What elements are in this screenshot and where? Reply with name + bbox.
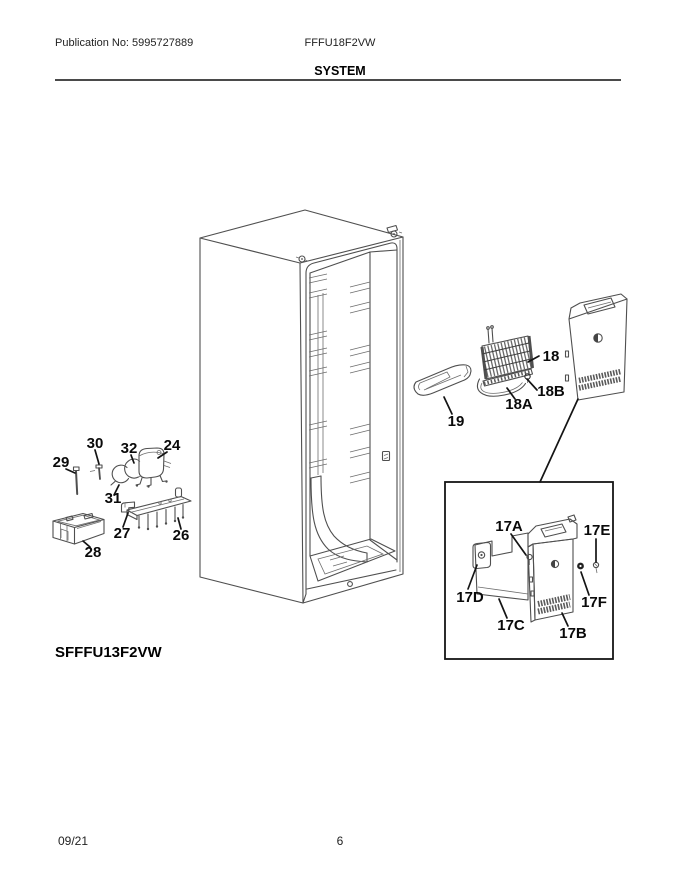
- callout-30: 30: [87, 435, 104, 452]
- section-title: SYSTEM: [314, 64, 366, 78]
- part-18-evaporator-drawing: [480, 325, 534, 387]
- callout-31: 31: [105, 490, 122, 507]
- part-18A-tube-drawing: [476, 378, 527, 397]
- model-number: FFFU18F2VW: [304, 37, 376, 49]
- callout-17A: 17A: [495, 518, 523, 535]
- callout-labels: 29 30 32 24 31 27 26 28 19 18A 18 18B 17…: [53, 348, 611, 642]
- part-29-screw-drawing: [72, 466, 80, 495]
- callout-18B: 18B: [537, 383, 565, 400]
- callout-18: 18: [543, 348, 560, 365]
- inset-box: [444, 481, 614, 660]
- part-27-bracket-drawing: [120, 501, 136, 513]
- callout-18A: 18A: [505, 396, 533, 413]
- callout-17E: 17E: [584, 522, 611, 539]
- part-17B-panel-drawing: [526, 514, 578, 623]
- part-19-drip-tray-drawing: [413, 364, 472, 396]
- callout-24: 24: [164, 437, 181, 454]
- evaporator-cover-drawing: [564, 293, 628, 401]
- part-26-rail-drawing: [126, 487, 192, 531]
- submodel-number: SFFFU13F2VW: [55, 644, 162, 661]
- shelf-marks-left: [308, 273, 328, 469]
- part-17D-clip-drawing: [472, 541, 492, 570]
- part-31-ring-drawing: [110, 464, 130, 486]
- part-17F-grommet-drawing: [577, 562, 584, 570]
- leader-panel-to-inset: [539, 398, 579, 483]
- footer-date: 09/21: [58, 834, 89, 848]
- header-rule: [55, 79, 621, 81]
- part-24-compressor-drawing: [135, 447, 172, 488]
- footer-page-number: 6: [336, 834, 344, 848]
- callout-32: 32: [121, 440, 138, 457]
- leader-lines: [65, 355, 597, 627]
- latch-detail: [381, 450, 391, 462]
- callout-19: 19: [448, 413, 465, 430]
- callout-17F: 17F: [581, 594, 607, 611]
- part-28-drain-pan-drawing: [52, 512, 105, 545]
- hinge-detail-icon: [295, 224, 403, 263]
- part-30-pin-drawing: [89, 464, 103, 480]
- cabinet-drawing: [199, 209, 404, 604]
- callout-28: 28: [85, 544, 102, 561]
- callout-27: 27: [114, 525, 131, 542]
- callout-17B: 17B: [559, 625, 587, 642]
- callout-17D: 17D: [456, 589, 484, 606]
- part-17E-screw-drawing: [592, 561, 600, 574]
- shelf-marks-right: [349, 281, 371, 484]
- callout-26: 26: [173, 527, 190, 544]
- callout-17C: 17C: [497, 617, 525, 634]
- callout-29: 29: [53, 454, 70, 471]
- publication-number: Publication No: 5995727889: [55, 37, 194, 49]
